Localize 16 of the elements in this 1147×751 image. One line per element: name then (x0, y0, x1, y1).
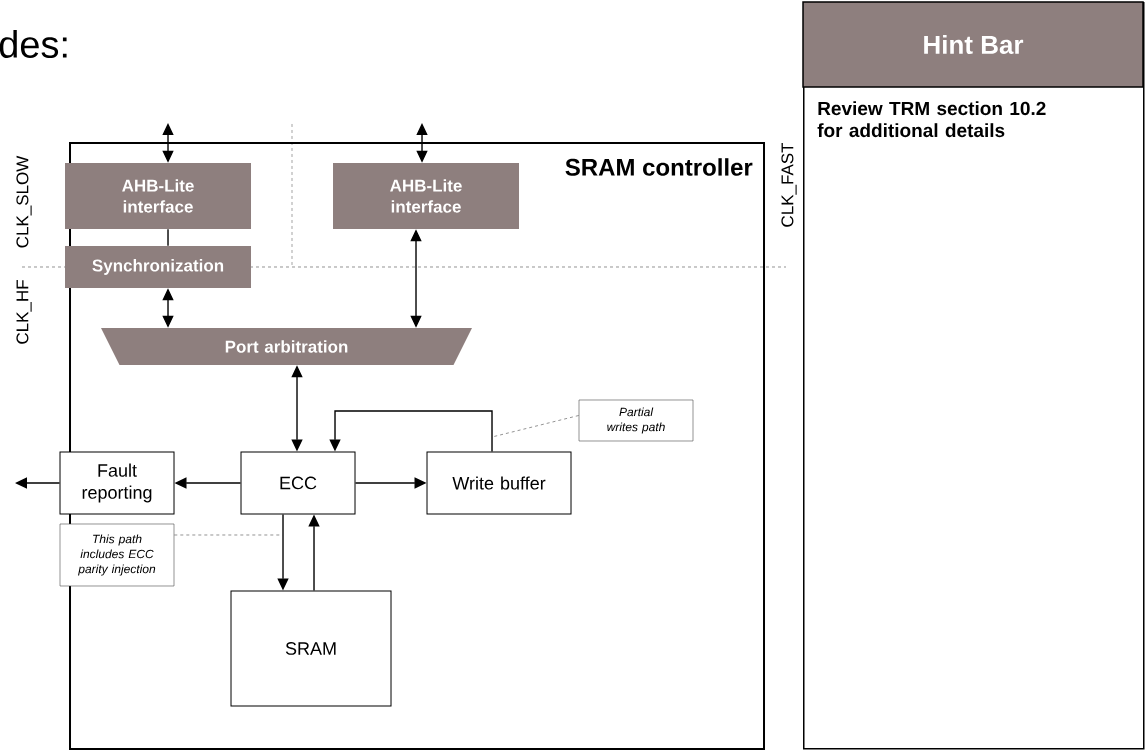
clock-label: CLK_SLOW (16, 155, 32, 248)
callout-box: This path includes ECC parity injection (59, 523, 175, 587)
arbitration-trapezoid: Port arbitration (101, 328, 472, 365)
clock-label: CLK_HF (16, 280, 32, 344)
heading-text: des: (0, 30, 67, 58)
process-box: Fault reporting (59, 451, 175, 515)
interface-box: AHB-Lite interface (65, 163, 251, 229)
connector-line (167, 228, 169, 247)
arrow (329, 410, 493, 453)
hint-panel: Hint Bar Review TRM section 10.2 for additional details (802, 1, 1145, 750)
process-box: ECC (240, 451, 356, 515)
memory-box: SRAM (230, 590, 392, 707)
process-box: Write buffer (426, 451, 572, 515)
callout-box: Partial writes path (578, 399, 694, 442)
interface-box: AHB-Lite interface (333, 163, 519, 229)
synchronization-box: Synchronization (65, 246, 251, 288)
